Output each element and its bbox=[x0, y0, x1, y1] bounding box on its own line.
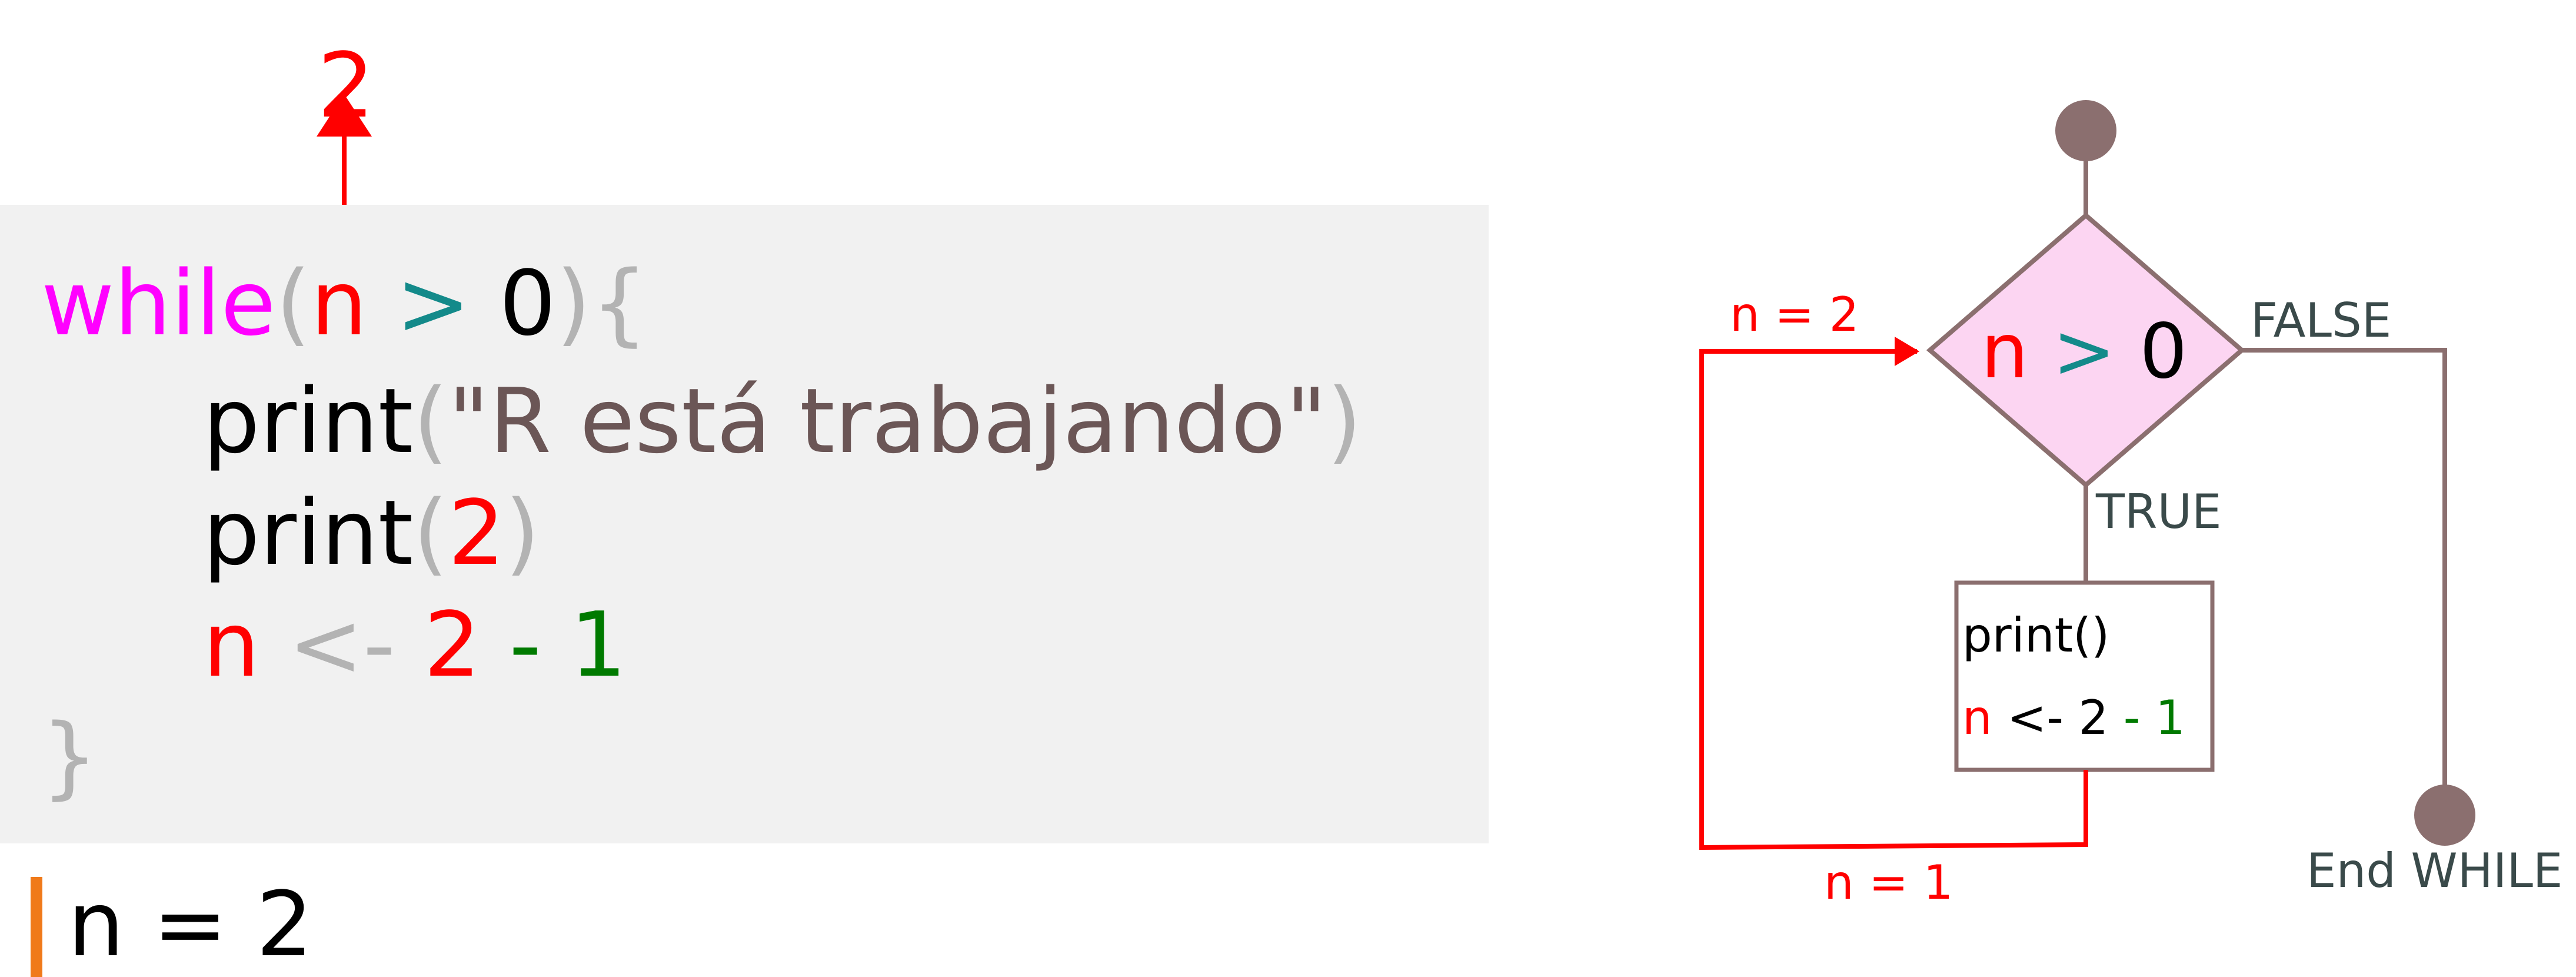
body-assign-expr: <- 2 bbox=[1992, 690, 2124, 745]
loop-arrow-head bbox=[1895, 337, 1919, 366]
body-print-line: print() bbox=[1962, 608, 2110, 663]
assign-var: n bbox=[203, 593, 260, 697]
true-label: TRUE bbox=[2096, 484, 2222, 539]
close-brace: } bbox=[41, 704, 98, 809]
loop-in-label: n = 2 bbox=[1730, 287, 1859, 342]
close-paren-brace: ){ bbox=[556, 251, 648, 355]
print-open-paren: ( bbox=[413, 369, 448, 473]
false-label: FALSE bbox=[2251, 293, 2392, 348]
value-arrow-head bbox=[317, 94, 372, 137]
while-keyword: while bbox=[41, 251, 276, 355]
code-panel bbox=[0, 205, 1489, 843]
minus-operator: - bbox=[509, 593, 542, 697]
body-assign-var: n bbox=[1962, 690, 1992, 745]
assign-operator: <- bbox=[288, 593, 395, 697]
diamond-operator: > bbox=[2052, 308, 2116, 396]
code-line-assign: n <- 2 - 1 bbox=[203, 600, 627, 690]
console-indicator bbox=[31, 877, 42, 977]
loop-out-label: n = 1 bbox=[1824, 855, 1953, 910]
console-output: n = 2 bbox=[68, 872, 314, 976]
body-assign-line: n <- 2 - 1 bbox=[1962, 694, 2185, 742]
print2-number: 2 bbox=[448, 481, 505, 585]
print2-open-paren: ( bbox=[413, 481, 448, 585]
condition-operator: > bbox=[395, 251, 471, 355]
end-node bbox=[2414, 785, 2475, 846]
condition-number: 0 bbox=[499, 251, 557, 355]
code-line-print-string: print("R está trabajando") bbox=[203, 377, 1362, 466]
false-connector bbox=[2242, 348, 2447, 786]
body-one: 1 bbox=[2140, 690, 2185, 745]
condition-text: n > 0 bbox=[1981, 314, 2187, 390]
condition-value-label: 2 bbox=[317, 34, 375, 138]
print-fn-2: print bbox=[203, 481, 414, 585]
open-paren: ( bbox=[275, 251, 311, 355]
print-string: "R está trabajando" bbox=[448, 369, 1327, 473]
end-label: End WHILE bbox=[2307, 843, 2563, 898]
diamond-number: 0 bbox=[2139, 308, 2188, 396]
loop-back-path bbox=[1699, 349, 2088, 850]
print-close-paren: ) bbox=[1327, 369, 1362, 473]
code-line-close-brace: } bbox=[41, 712, 98, 802]
assign-number: 2 bbox=[424, 593, 481, 697]
start-node bbox=[2055, 100, 2116, 161]
condition-var: n bbox=[310, 251, 368, 355]
code-line-print-number: print(2) bbox=[203, 488, 540, 578]
one-literal: 1 bbox=[570, 593, 627, 697]
print2-close-paren: ) bbox=[505, 481, 540, 585]
code-line-while: while(n > 0){ bbox=[41, 259, 648, 348]
body-minus: - bbox=[2123, 690, 2141, 745]
diamond-var: n bbox=[1981, 308, 2029, 396]
print-fn: print bbox=[203, 369, 414, 473]
